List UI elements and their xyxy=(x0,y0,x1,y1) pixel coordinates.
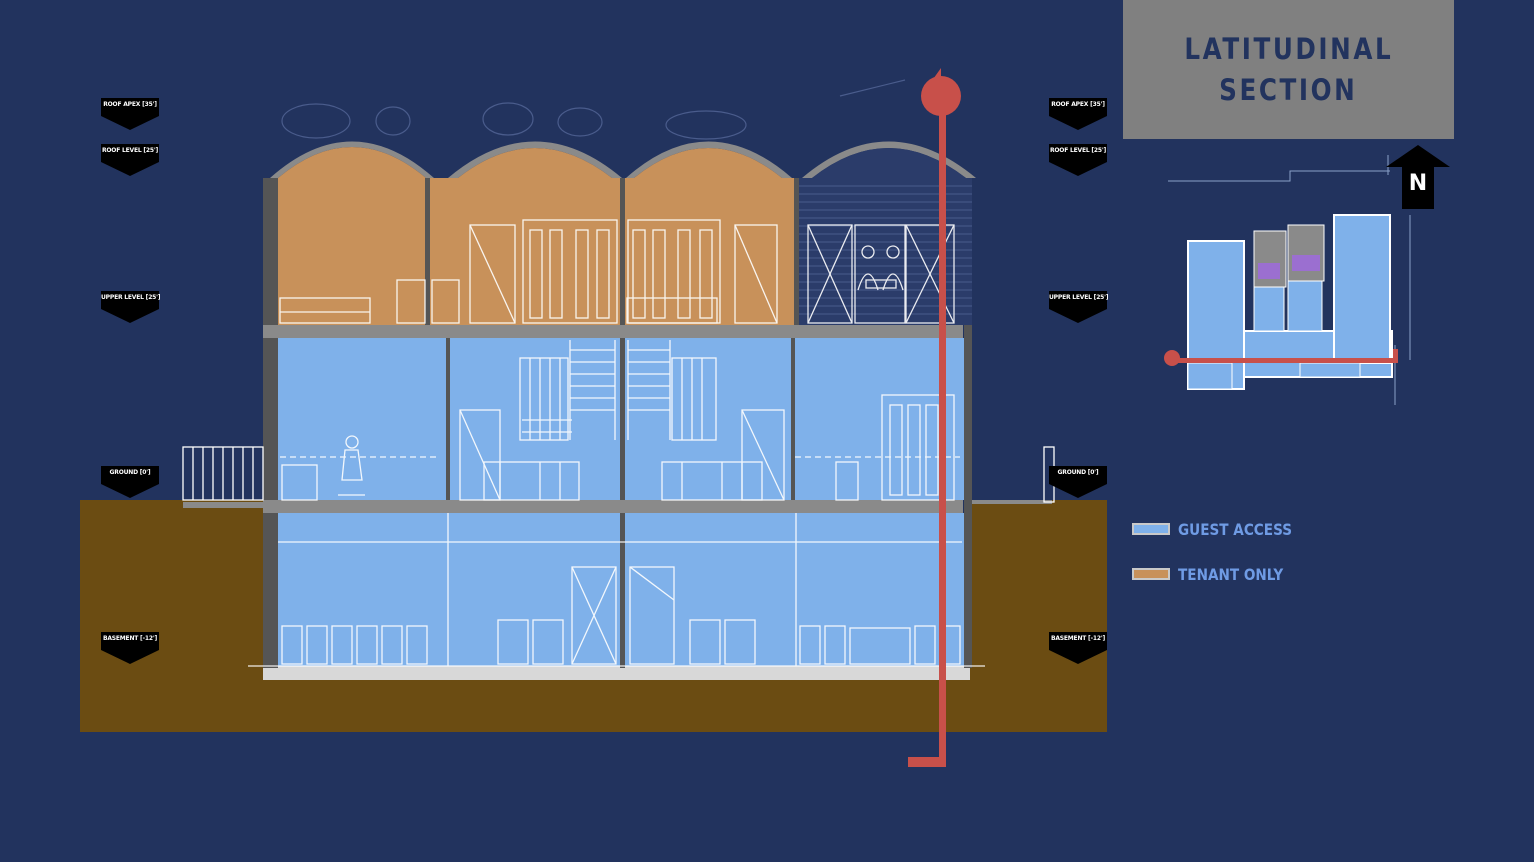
north-label: N xyxy=(1408,171,1428,196)
basement-slab xyxy=(263,666,970,680)
site-outline xyxy=(1168,170,1390,182)
roof-vaults xyxy=(270,141,976,178)
earth-bottom xyxy=(80,678,1107,732)
basement-seats xyxy=(281,625,961,665)
level-marker-left-ground: GROUND [0'] xyxy=(101,466,159,498)
ground-slab xyxy=(263,500,963,513)
level-marker-right-roof-level: ROOF LEVEL [25'] xyxy=(1049,144,1107,176)
upper-slab xyxy=(263,325,963,338)
title-line-2: SECTION xyxy=(1219,72,1358,107)
level-marker-left-basement: BASEMENT [-12'] xyxy=(101,632,159,664)
level-label: ROOF LEVEL [25'] xyxy=(101,147,159,154)
section-cut-line xyxy=(908,68,961,767)
interior-linework xyxy=(248,219,985,667)
upper-room-1 xyxy=(278,178,426,325)
legend-item-tenant: TENANT ONLY xyxy=(1132,564,1302,584)
level-label: GROUND [0'] xyxy=(1057,469,1099,476)
title-box: LATITUDINAL SECTION xyxy=(1123,0,1454,139)
level-label: BASEMENT [-12'] xyxy=(102,635,158,642)
upper-room-3 xyxy=(625,178,797,325)
upper-room-2 xyxy=(429,178,621,325)
level-label: UPPER LEVEL [25'] xyxy=(101,294,161,301)
level-marker-left-roof-level: ROOF LEVEL [25'] xyxy=(101,144,159,176)
exterior-railing xyxy=(182,446,264,501)
level-label: UPPER LEVEL [25'] xyxy=(1049,294,1109,301)
level-marker-right-roof-apex: ROOF APEX [35'] xyxy=(1049,98,1107,130)
tree-outlines xyxy=(281,79,906,140)
level-marker-left-roof-apex: ROOF APEX [35'] xyxy=(101,98,159,130)
key-plan-section-line xyxy=(1164,349,1398,366)
legend-item-guest: GUEST ACCESS xyxy=(1132,519,1312,539)
level-marker-right-ground: GROUND [0'] xyxy=(1049,466,1107,498)
level-marker-right-basement: BASEMENT [-12'] xyxy=(1049,632,1107,664)
legend-label-guest: GUEST ACCESS xyxy=(1178,519,1293,539)
north-arrow: N xyxy=(1386,145,1450,209)
walls xyxy=(263,178,972,668)
legend-swatch-guest xyxy=(1132,523,1170,535)
level-marker-right-upper-level: UPPER LEVEL [25'] xyxy=(1049,291,1109,323)
level-label: BASEMENT [-12'] xyxy=(1050,635,1106,642)
level-label: ROOF APEX [35'] xyxy=(103,101,157,108)
level-label: GROUND [0'] xyxy=(109,469,151,476)
legend-swatch-tenant xyxy=(1132,568,1170,580)
legend-label-tenant: TENANT ONLY xyxy=(1178,564,1284,584)
level-label: ROOF APEX [35'] xyxy=(1051,101,1105,108)
key-plan xyxy=(1164,155,1411,405)
plan-rooms xyxy=(1187,214,1393,390)
level-label: ROOF LEVEL [25'] xyxy=(1049,147,1107,154)
title-line-1: LATITUDINAL xyxy=(1184,31,1393,66)
level-marker-left-upper-level: UPPER LEVEL [25'] xyxy=(101,291,161,323)
